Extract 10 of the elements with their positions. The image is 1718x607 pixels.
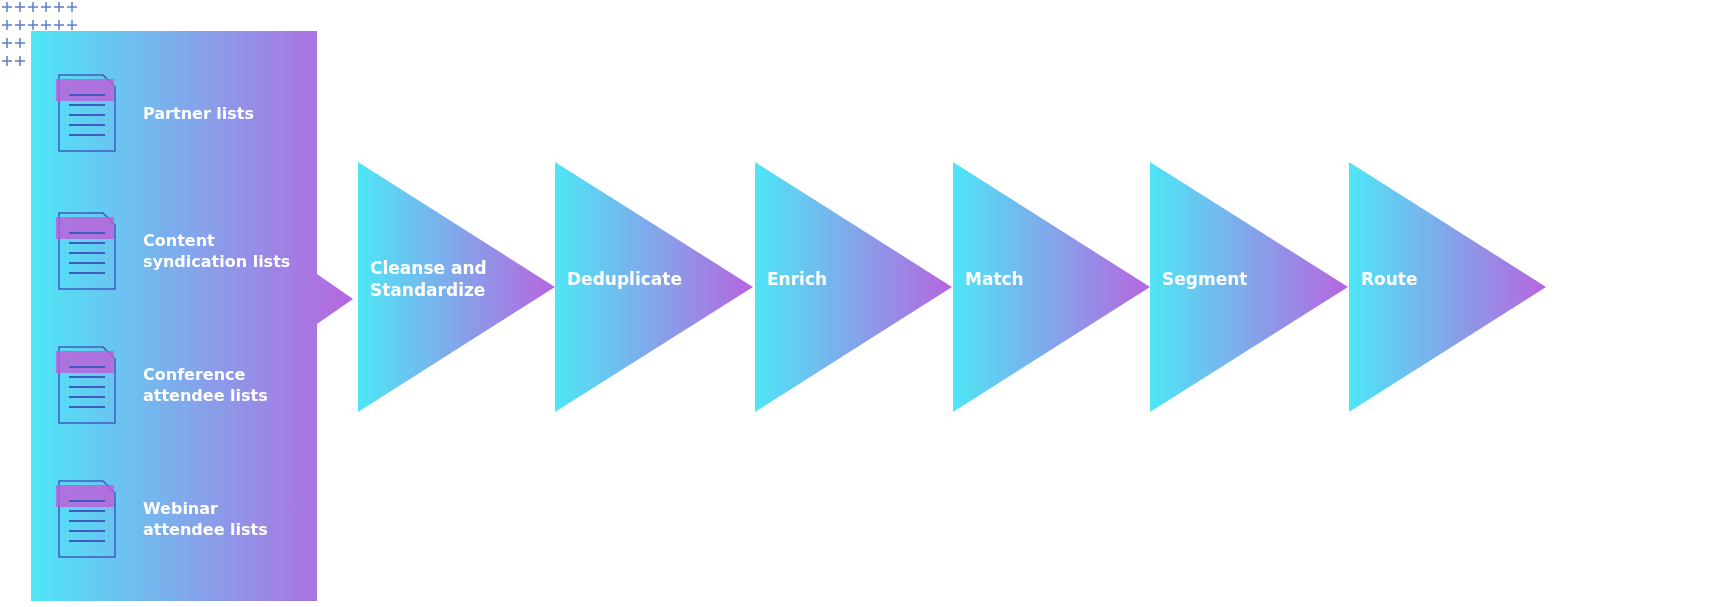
- list-label: Conference attendee lists: [143, 365, 269, 407]
- step-label: Route: [1361, 267, 1418, 291]
- step-label: Segment: [1162, 267, 1248, 291]
- step-label: Cleanse and Standardize: [370, 256, 488, 302]
- list-label: Partner lists: [143, 103, 255, 125]
- list-label: Webinar attendee lists: [143, 499, 269, 541]
- step-label: Match: [965, 267, 1024, 291]
- step-label: Deduplicate: [567, 267, 682, 291]
- list-label: Content syndication lists: [143, 231, 292, 273]
- step-label: Enrich: [767, 267, 828, 291]
